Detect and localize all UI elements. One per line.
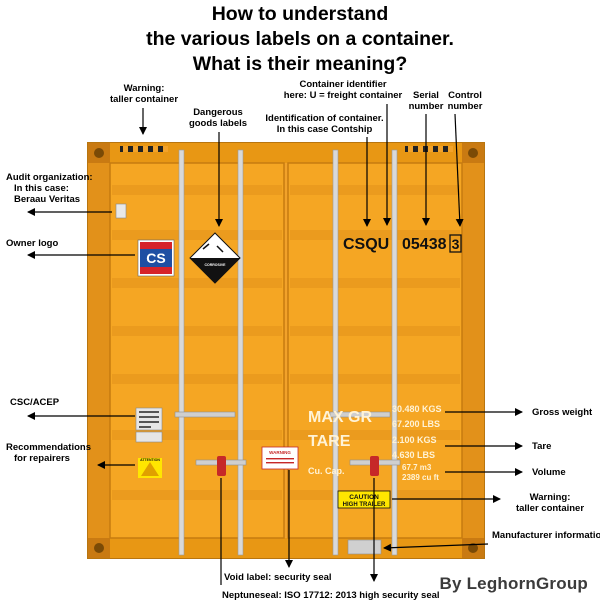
- weight-markings: MAX GR TARE Cu. Cap. 30.480 KGS 67.200 L…: [308, 404, 442, 482]
- label-dangerous-goods: Dangerous goods labels: [178, 107, 258, 129]
- label-manufacturer-text: Manufacturer information: [492, 530, 600, 541]
- caution-sticker: CAUTION HIGH TRAILER: [337, 490, 391, 509]
- label-container-identifier: Container identifier here: U = freight c…: [278, 79, 408, 101]
- arrow-manufacturer: [383, 543, 489, 552]
- brand-credit: By LeghornGroup: [439, 574, 588, 593]
- void-warning-sticker: WARNING: [261, 446, 299, 470]
- dangerous-goods-label: CORROSIVE: [189, 232, 241, 284]
- label-dangerous-line-1: Dangerous: [193, 107, 243, 118]
- label-identification: Identification of container. In this cas…: [262, 113, 387, 135]
- attention-text: ATTENTION: [140, 458, 160, 462]
- owner-logo: CS: [137, 239, 175, 277]
- label-control-line-2: number: [447, 101, 483, 112]
- label-audit-line-2: In this case:: [14, 183, 69, 194]
- caution-line-2: HIGH TRAILER: [343, 502, 386, 508]
- tare-text: TARE: [308, 433, 351, 450]
- label-serial-line-1: Serial: [413, 90, 439, 101]
- label-owner-logo: Owner logo: [6, 238, 58, 249]
- check-digit: 3: [452, 236, 460, 252]
- csc-plate: [135, 407, 163, 443]
- manufacturer-plate: [347, 539, 382, 555]
- label-container-identifier-line-2: here: U = freight container: [283, 90, 403, 101]
- label-warning-right-line-1: Warning:: [529, 492, 571, 503]
- label-tare: Tare: [532, 441, 551, 452]
- label-neptuneseal: Neptuneseal: ISO 17712: 2013 high securi…: [222, 590, 440, 601]
- label-tare-text: Tare: [532, 441, 552, 452]
- page-title: How to understand the various labels on …: [0, 2, 600, 77]
- label-audit-organization: Audit organization: In this case: Beraau…: [6, 172, 93, 205]
- label-csc-text: CSC/ACEP: [10, 397, 60, 408]
- shipping-container: [87, 142, 485, 559]
- title-line-1: How to understand: [211, 3, 389, 25]
- label-audit-line-1: Audit organization:: [6, 172, 93, 183]
- void-sticker-text: WARNING: [269, 450, 291, 455]
- label-control-line-1: Control: [448, 90, 482, 101]
- weight-3: 2.100 KGS: [392, 435, 437, 445]
- weight-4: 4.630 LBS: [392, 450, 435, 460]
- label-serial-line-2: number: [408, 101, 444, 112]
- label-csc: CSC/ACEP: [10, 397, 59, 408]
- label-volume-text: Volume: [532, 467, 566, 478]
- label-neptuneseal-text: Neptuneseal: ISO 17712: 2013 high securi…: [222, 590, 440, 601]
- hazard-label-text: CORROSIVE: [204, 263, 226, 267]
- label-identification-line-1: Identification of container.: [265, 113, 384, 124]
- label-warning-right: Warning: taller container: [506, 492, 594, 514]
- label-warning-right-line-2: taller container: [515, 503, 585, 514]
- label-void-text: Void label: security seal: [224, 572, 332, 583]
- label-container-identifier-line-1: Container identifier: [299, 79, 387, 90]
- title-line-2: the various labels on a container.: [146, 28, 454, 50]
- locking-rods: [174, 149, 401, 556]
- label-repairers-line-1: Recommendations: [6, 442, 91, 453]
- max-gr-text: MAX GR: [308, 409, 372, 426]
- label-owner-logo-text: Owner logo: [6, 238, 59, 249]
- title-line-3: What is their meaning?: [192, 53, 408, 75]
- owner-code: CSQU: [343, 236, 389, 253]
- volume-m3: 67.7 m3: [402, 463, 432, 472]
- container-code: CSQU 05438 3: [343, 234, 462, 253]
- weight-1: 30.480 KGS: [392, 404, 442, 414]
- label-volume: Volume: [532, 467, 566, 478]
- label-identification-line-2: In this case Contship: [276, 124, 373, 135]
- owner-logo-text: CS: [146, 250, 165, 266]
- label-manufacturer: Manufacturer information: [492, 530, 600, 541]
- audit-plate: [115, 203, 127, 219]
- label-control-number: Control number: [440, 90, 490, 112]
- serial-number: 05438: [402, 236, 447, 253]
- hazard-stripes-left: [120, 146, 168, 152]
- leader-arrows: [27, 104, 523, 585]
- void-seal: [217, 456, 226, 476]
- hazard-stripes-right: [405, 146, 453, 152]
- label-warning-top-line-2: taller container: [109, 94, 179, 105]
- label-void: Void label: security seal: [224, 572, 332, 583]
- cu-cap-text: Cu. Cap.: [308, 466, 345, 476]
- weight-2: 67.200 LBS: [392, 419, 440, 429]
- label-repairers-line-2: for repairers: [14, 453, 70, 464]
- label-warning-top: Warning: taller container: [104, 83, 184, 105]
- arrow-control: [454, 113, 464, 227]
- attention-sticker: ATTENTION: [138, 458, 162, 478]
- label-warning-top-line-1: Warning:: [123, 83, 165, 94]
- neptune-seal: [370, 456, 379, 476]
- label-audit-line-3: Beraau Veritas: [14, 194, 81, 205]
- label-gross-weight-text: Gross weight: [532, 407, 593, 418]
- label-serial-number: Serial number: [404, 90, 448, 112]
- caution-line-1: CAUTION: [349, 494, 379, 501]
- label-gross-weight: Gross weight: [532, 407, 592, 418]
- label-dangerous-line-2: goods labels: [188, 118, 248, 129]
- volume-cuft: 2389 cu ft: [402, 473, 439, 482]
- label-repairers: Recommendations for repairers: [6, 442, 91, 464]
